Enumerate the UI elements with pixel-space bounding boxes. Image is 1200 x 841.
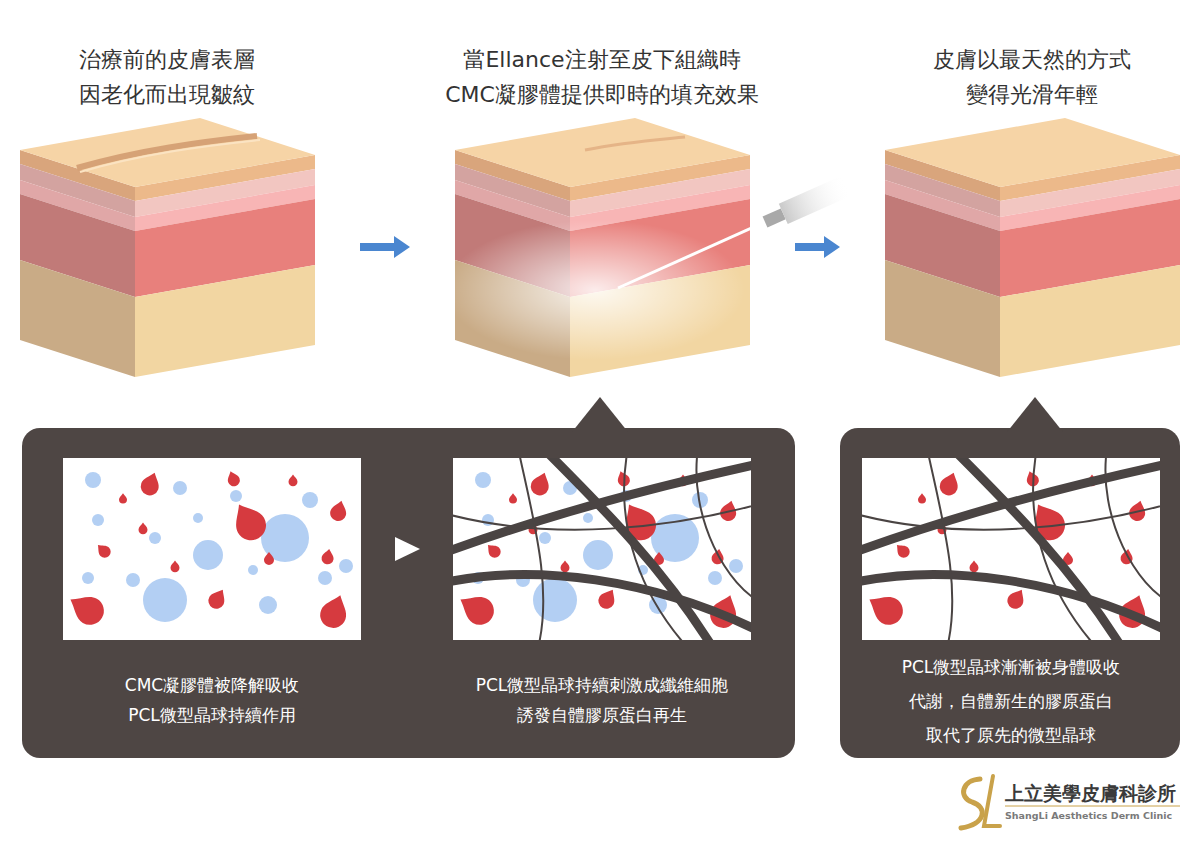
collagen-fibers bbox=[453, 458, 751, 640]
dark-panel bbox=[22, 428, 795, 758]
logo-s bbox=[961, 779, 982, 828]
cmc-gel-glow bbox=[445, 220, 745, 360]
micro-box: PCL微型晶球持續刺激成纖維細胞 誘發自體膠原蛋白再生 bbox=[420, 458, 751, 738]
micro-view bbox=[453, 458, 751, 640]
logo-rule bbox=[1005, 806, 1180, 807]
logo-l bbox=[984, 776, 1000, 826]
syringe bbox=[761, 175, 852, 232]
panel-pointer bbox=[1007, 397, 1063, 432]
skin-before bbox=[20, 118, 315, 377]
flow-arrow bbox=[360, 236, 410, 258]
micro-view bbox=[63, 458, 361, 640]
stage-box: 治療前的皮膚表層 因老化而出現皺紋 bbox=[20, 30, 360, 385]
faint-wrinkle bbox=[585, 137, 685, 150]
caption: 治療前的皮膚表層 因老化而出現皺紋 bbox=[7, 42, 327, 112]
clinic-name: 上立美學皮膚科診所 bbox=[1005, 781, 1176, 807]
collagen-fibers bbox=[862, 458, 1160, 640]
flow-arrow bbox=[795, 236, 840, 258]
panel-pointer bbox=[572, 397, 628, 432]
caption: 皮膚以最天然的方式 變得光滑年輕 bbox=[912, 42, 1152, 112]
skin-cube bbox=[20, 118, 315, 377]
micro-box: PCL微型晶球漸漸被身體吸收 代謝，自體新生的膠原蛋白 取代了原先的微型晶球 bbox=[862, 458, 1160, 750]
micro-box: CMC凝膠體被降解吸收 PCL微型晶球持續作用 bbox=[63, 458, 395, 738]
caption: PCL微型晶球持續刺激成纖維細胞 誘發自體膠原蛋白再生 bbox=[442, 670, 762, 730]
skin-injection bbox=[445, 118, 750, 377]
stage-box: 當Ellance注射至皮下組織時 CMC凝膠體提供即時的填充效果 bbox=[410, 30, 795, 385]
clinic-logo bbox=[961, 776, 1000, 828]
caption: CMC凝膠體被降解吸收 PCL微型晶球持續作用 bbox=[82, 670, 342, 730]
needle bbox=[618, 222, 765, 288]
micro-view bbox=[862, 458, 1160, 640]
skin-cube bbox=[885, 118, 1180, 377]
caption: PCL微型晶球漸漸被身體吸收 代謝，自體新生的膠原蛋白 取代了原先的微型晶球 bbox=[896, 650, 1126, 752]
dark-panel bbox=[840, 428, 1180, 758]
skin-after bbox=[885, 118, 1180, 377]
flow-arrow bbox=[395, 537, 420, 561]
stage-box: 皮膚以最天然的方式 變得光滑年輕 bbox=[840, 30, 1180, 385]
caption: 當Ellance注射至皮下組織時 CMC凝膠體提供即時的填充效果 bbox=[432, 42, 772, 112]
collagen-drops bbox=[63, 469, 352, 631]
wrinkle-highlight bbox=[80, 140, 260, 172]
micro-frame bbox=[63, 458, 361, 640]
clinic-name-en: ShangLi Aesthetics Derm Clinic bbox=[1005, 810, 1172, 821]
syringe-barrel bbox=[779, 175, 852, 224]
